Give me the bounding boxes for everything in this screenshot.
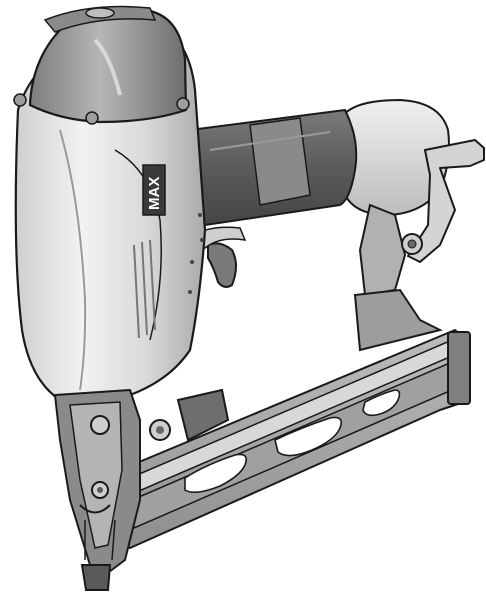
rear-housing [338, 98, 485, 352]
nose-assembly [54, 389, 141, 591]
magazine [117, 329, 471, 549]
magazine-slot [184, 453, 248, 494]
trigger [193, 226, 247, 288]
top-cap [13, 5, 190, 125]
cap-screw [85, 111, 99, 125]
magazine-slot [274, 416, 343, 457]
brand-badge: MAX [142, 164, 166, 216]
magazine-latch [149, 388, 230, 442]
magazine-end-cap [447, 331, 471, 405]
magazine-slot [362, 389, 401, 417]
depth-adjust-knob [90, 415, 110, 435]
nose-tip [80, 564, 112, 591]
cap-screw [13, 93, 27, 107]
brand-label: MAX [146, 177, 163, 210]
cap-plug [85, 7, 115, 19]
belt-hook [407, 139, 485, 263]
cap-screw [176, 97, 190, 111]
handle-grip [189, 109, 358, 226]
